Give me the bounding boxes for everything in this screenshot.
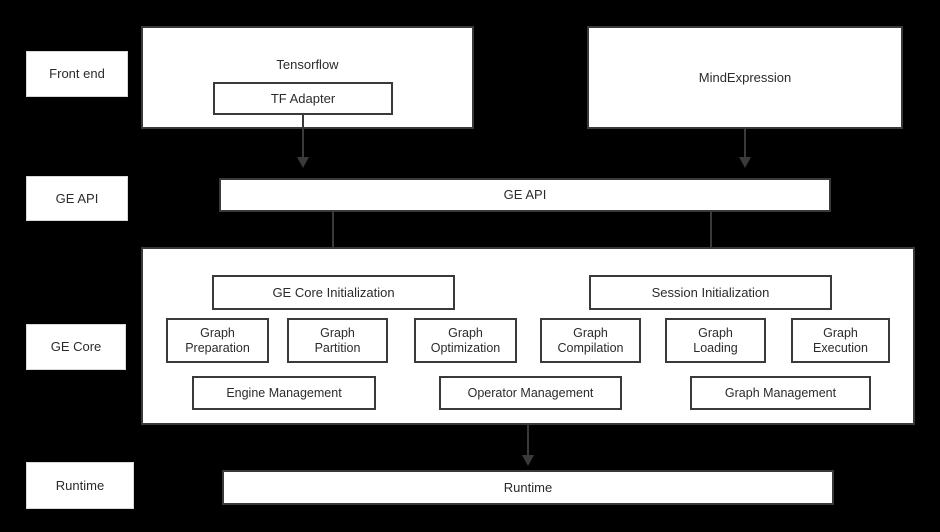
frontend-mindexpression-group: MindExpression [587,26,903,129]
management-graph: Graph Management [690,376,871,410]
tensorflow-label: Tensorflow [276,57,339,72]
module-graph-preparation: Graph Preparation [166,318,269,363]
lane-label-ge-api: GE API [26,176,128,221]
arrowhead-tf-adapter-to-ge-api [297,157,309,168]
management-engine: Engine Management [192,376,376,410]
lane-label-ge-core: GE Core [26,324,126,370]
connector-ge-core-to-runtime [527,425,529,458]
lane-label-front-end: Front end [26,51,128,97]
session-initialization-box: Session Initialization [589,275,832,310]
lane-label-runtime: Runtime [26,462,134,509]
management-operator: Operator Management [439,376,622,410]
ge-api-bar: GE API [219,178,831,212]
connector-ge-api-to-session-init [710,212,712,264]
tf-adapter-box: TF Adapter [213,82,393,115]
ge-core-initialization-box: GE Core Initialization [212,275,455,310]
module-graph-loading: Graph Loading [665,318,766,363]
arrowhead-ge-core-to-runtime [522,455,534,466]
module-graph-partition: Graph Partition [287,318,388,363]
runtime-bar: Runtime [222,470,834,505]
connector-mindexpression-to-ge-api [744,129,746,161]
module-graph-compilation: Graph Compilation [540,318,641,363]
module-graph-execution: Graph Execution [791,318,890,363]
module-graph-optimization: Graph Optimization [414,318,517,363]
connector-tf-adapter-to-ge-api [302,115,304,161]
arrowhead-mindexpression-to-ge-api [739,157,751,168]
connector-ge-api-to-ge-core-init [332,212,334,264]
